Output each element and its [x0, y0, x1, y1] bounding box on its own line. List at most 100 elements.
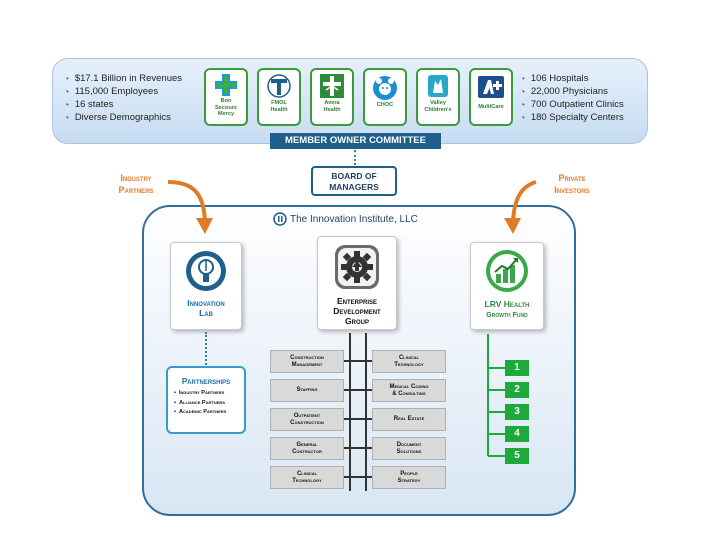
member-name-line: CHOC	[376, 102, 394, 108]
fund-number: 4	[505, 426, 529, 442]
service-line: People	[400, 470, 418, 477]
service-line: Contractor	[292, 448, 322, 455]
member-name-line: Avera	[324, 100, 340, 106]
card-title-line: Innovation	[187, 298, 225, 308]
service-line: Outpatient	[293, 412, 321, 419]
valley-children-icon	[428, 75, 448, 97]
service-line: Real Estate	[393, 416, 425, 422]
choc-bear-icon	[373, 76, 397, 100]
board-of-managers: BOARD OF MANAGERS	[311, 166, 397, 196]
lrv-health-card: LRV Health Growth Fund	[470, 242, 544, 330]
service-line: General	[296, 441, 318, 448]
board-line: BOARD OF	[331, 171, 377, 181]
member-name-line: Children's	[424, 106, 452, 113]
card-title-line: Development	[333, 306, 381, 316]
service-line: Staffing	[296, 387, 318, 393]
member-stats-left: $17.1 Billion in Revenues 115,000 Employ…	[66, 72, 182, 124]
industry-partners-label: Industry Partners	[96, 172, 176, 196]
stat-item: Diverse Demographics	[66, 111, 182, 124]
service-staffing: Staffing	[270, 379, 344, 402]
member-name-line: Health	[323, 106, 341, 113]
stat-item: $17.1 Billion in Revenues	[66, 72, 182, 85]
cross-icon	[215, 74, 237, 96]
service-line: & Consulting	[392, 390, 426, 397]
partnerships-title: Partnerships	[181, 377, 231, 386]
member-name-line: Mercy	[217, 111, 235, 117]
fund-number: 3	[505, 404, 529, 420]
member-name-line: FMOL	[271, 100, 287, 106]
service-line: Construction	[290, 419, 324, 426]
service-line: Management	[291, 361, 323, 368]
service-line: Document	[396, 441, 422, 448]
enterprise-group-card: Enterprise Development Group	[317, 236, 397, 330]
innovation-lab-card: Innovation Lab	[170, 242, 242, 330]
stat-item: 22,000 Physicians	[522, 85, 624, 98]
card-title-line: Enterprise	[336, 296, 377, 306]
member-multicare: MultiCare	[469, 68, 513, 126]
service-real-estate: Real Estate	[372, 408, 446, 431]
card-title-line: Lab	[199, 308, 213, 318]
stat-item: 115,000 Employees	[66, 85, 182, 98]
partnership-item: Academic Partners	[174, 408, 244, 418]
avera-cross-icon	[320, 74, 344, 98]
tau-cross-icon	[267, 74, 291, 98]
lab-partnerships-connector	[205, 332, 207, 365]
card-title-line: LRV Health	[484, 299, 530, 309]
fund-number: 5	[505, 448, 529, 464]
card-title-line: Group	[345, 316, 369, 326]
partnership-item: Industry Partners	[174, 389, 244, 399]
institute-logo-icon	[273, 212, 287, 226]
member-name-line: Health	[270, 106, 288, 113]
stat-item: 180 Specialty Centers	[522, 111, 624, 124]
services-spine	[344, 333, 372, 491]
stat-item: 16 states	[66, 98, 182, 111]
service-line: Clinical	[296, 470, 318, 477]
member-name-line: Secours	[214, 104, 238, 111]
member-name-line: Bon	[220, 98, 232, 104]
service-line: Strategy	[397, 477, 421, 484]
fund-number: 1	[505, 360, 529, 376]
member-stats-right: 106 Hospitals 22,000 Physicians 700 Outp…	[522, 72, 624, 124]
member-name-line: Valley	[430, 100, 446, 106]
growth-chart-icon	[486, 250, 528, 292]
institute-title: The Innovation Institute, LLC	[290, 214, 418, 225]
lightbulb-icon	[186, 251, 226, 291]
stat-item: 700 Outpatient Clinics	[522, 98, 624, 111]
label-line: Industry	[120, 173, 152, 183]
service-line: Solutions	[396, 448, 422, 455]
private-investors-label: Private Investors	[532, 172, 612, 196]
fund-bracket	[487, 334, 506, 457]
investors-arrow-icon	[504, 180, 537, 234]
fund-number: 2	[505, 382, 529, 398]
service-line: Medical Coding	[389, 383, 429, 390]
multicare-plus-icon	[478, 76, 504, 98]
partnerships-box: Partnerships Industry Partners Alliance …	[166, 366, 246, 434]
label-line: Private	[558, 173, 586, 183]
stat-item: 106 Hospitals	[522, 72, 624, 85]
service-line: Construction	[290, 354, 324, 361]
label-line: Investors	[554, 185, 590, 195]
gear-icon	[335, 245, 379, 289]
board-line: MANAGERS	[329, 182, 379, 192]
committee-board-connector	[354, 150, 356, 165]
member-name-line: MultiCare	[478, 104, 504, 110]
card-title-line: Growth Fund	[486, 312, 528, 319]
partnership-item: Alliance Partners	[174, 399, 244, 409]
service-line: Technology	[394, 361, 424, 368]
member-owner-committee: MEMBER OWNER COMMITTEE	[270, 133, 441, 149]
industry-arrow-icon	[167, 180, 213, 234]
member-choc: CHOC	[363, 68, 407, 126]
partnerships-list: Industry Partners Alliance Partners Acad…	[174, 389, 244, 418]
label-line: Partners	[118, 185, 154, 195]
